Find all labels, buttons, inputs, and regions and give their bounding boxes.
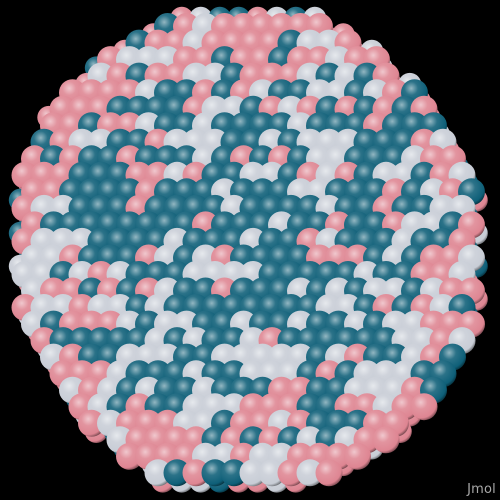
- atom-pink: [315, 459, 343, 487]
- atom-pink: [116, 442, 143, 470]
- atom-teal: [163, 459, 191, 487]
- atom-group: [8, 6, 488, 493]
- atom-teal: [220, 459, 248, 487]
- atom-pink: [78, 409, 105, 437]
- atom-pink: [344, 442, 371, 470]
- atom-pink: [182, 459, 210, 487]
- atom-white: [239, 459, 267, 487]
- atom-white: [144, 459, 172, 487]
- atom-white: [296, 459, 324, 487]
- atom-pink: [277, 459, 305, 487]
- atom-white: [258, 459, 286, 487]
- jmol-watermark: Jmol: [467, 482, 496, 497]
- atom-teal: [201, 459, 229, 487]
- atom-pink: [372, 426, 400, 454]
- atom-pink: [410, 393, 438, 421]
